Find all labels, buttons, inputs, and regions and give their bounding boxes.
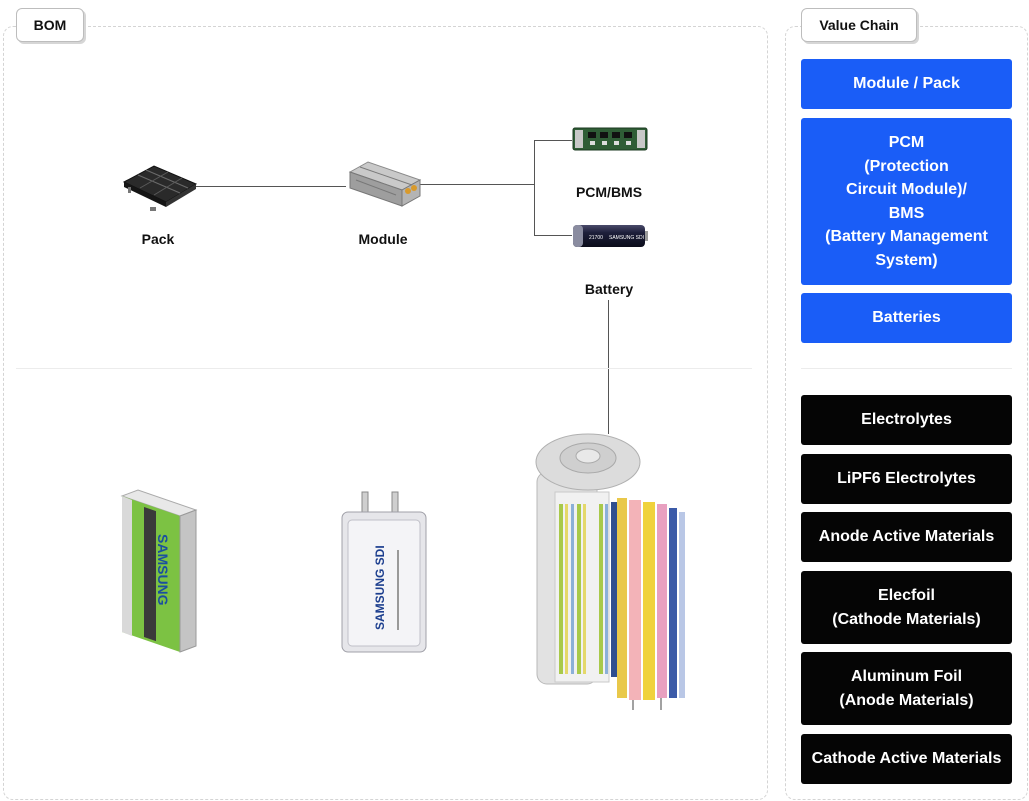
connector-to-pcm	[534, 140, 572, 141]
battery-cell-brand: SAMSUNG SDI	[609, 235, 644, 241]
vc-lipf6-electrolytes: LiPF6 Electrolytes	[801, 454, 1012, 504]
cylindrical-cell-cutaway-image	[535, 433, 685, 710]
vc-elecfoil: Elecfoil (Cathode Materials)	[801, 571, 1012, 644]
vc-batteries: Batteries	[801, 293, 1012, 343]
connector-pack-module	[196, 186, 346, 187]
value-chain-divider	[801, 368, 1012, 369]
prismatic-brand-text: SAMSUNG	[155, 534, 171, 606]
module-icon	[348, 161, 422, 207]
prismatic-cell-image: SAMSUNG	[120, 489, 198, 653]
vc-pcm-bms: PCM (Protection Circuit Module)/ BMS (Ba…	[801, 118, 1012, 285]
connector-module-split	[420, 184, 535, 185]
vc-anode-active-materials: Anode Active Materials	[801, 512, 1012, 562]
pcm-board-icon	[572, 127, 648, 151]
bom-divider	[16, 368, 752, 369]
bom-panel	[3, 26, 768, 800]
pouch-brand-text: SAMSUNG SDI	[373, 545, 387, 630]
battery-cell-model: 21700	[589, 235, 603, 241]
bom-tab: BOM	[16, 8, 84, 42]
vc-electrolytes: Electrolytes	[801, 395, 1012, 445]
pcm-bms-label: PCM/BMS	[575, 184, 643, 200]
vc-aluminum-foil: Aluminum Foil (Anode Materials)	[801, 652, 1012, 725]
connector-to-battery	[534, 235, 572, 236]
connector-battery-down	[608, 300, 609, 434]
vc-cathode-active-materials: Cathode Active Materials	[801, 734, 1012, 784]
module-label: Module	[358, 231, 408, 247]
pack-label: Pack	[141, 231, 175, 247]
battery-cell-icon: 21700 SAMSUNG SDI	[573, 225, 648, 247]
battery-label: Battery	[584, 281, 634, 297]
vc-module-pack: Module / Pack	[801, 59, 1012, 109]
pouch-cell-image: SAMSUNG SDI	[341, 491, 427, 653]
connector-split-vertical	[534, 140, 535, 235]
pack-icon	[122, 165, 198, 211]
value-chain-tab: Value Chain	[801, 8, 917, 42]
